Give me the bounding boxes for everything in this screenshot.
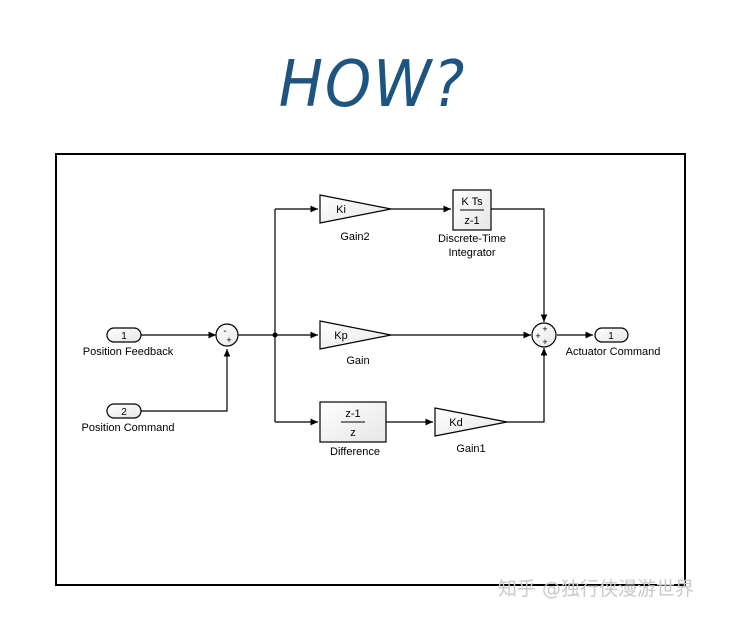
difference-numerator: z-1	[345, 408, 360, 420]
difference-denominator: z	[350, 427, 356, 439]
sum-output-block[interactable]: + + +	[531, 322, 557, 348]
gain-block[interactable]: Kp Gain	[319, 320, 392, 367]
sum-output-sign-top: +	[542, 324, 547, 334]
gain1-label: Gain1	[456, 443, 485, 455]
outport-actuator-command[interactable]: 1 Actuator Command	[566, 327, 661, 358]
outport-number: 1	[608, 331, 614, 342]
outport-label: Actuator Command	[566, 346, 661, 358]
signal-gain1-to-sum	[507, 348, 548, 423]
gain2-label: Gain2	[340, 231, 369, 243]
branch-point	[272, 332, 278, 338]
integrator-denominator: z-1	[464, 215, 479, 227]
gain-value: Kp	[334, 330, 347, 342]
sum-error-block[interactable]: - +	[215, 323, 239, 347]
gain2-value: Ki	[336, 204, 346, 216]
discrete-integrator-block[interactable]: K Ts z-1 Discrete-Time Integrator	[438, 189, 506, 259]
watermark: 知乎 @独行侠漫游世界	[498, 578, 695, 600]
difference-label: Difference	[330, 446, 380, 458]
inport-2-number: 2	[121, 407, 127, 418]
signal-integrator-to-sum	[491, 208, 548, 322]
inport-position-command[interactable]: 2 Position Command	[82, 403, 175, 434]
gain1-value: Kd	[449, 417, 462, 429]
inport-2-label: Position Command	[82, 422, 175, 434]
inport-1-number: 1	[121, 331, 127, 342]
sum-output-sign-left: +	[535, 331, 540, 341]
sum-output-sign-bottom: +	[542, 337, 547, 347]
signal-lines	[141, 205, 593, 426]
difference-block[interactable]: z-1 z Difference	[319, 401, 387, 458]
page-title: HOW?	[278, 48, 467, 122]
sum-error-sign-bottom: +	[226, 335, 231, 345]
gain-label: Gain	[346, 355, 369, 367]
integrator-numerator: K Ts	[461, 196, 483, 208]
gain2-block[interactable]: Ki Gain2	[319, 194, 392, 243]
diagram-frame	[55, 153, 686, 586]
integrator-label-line2: Integrator	[448, 247, 495, 259]
integrator-label-line1: Discrete-Time	[438, 233, 506, 245]
signal-command	[141, 349, 231, 412]
inport-position-feedback[interactable]: 1 Position Feedback	[83, 327, 174, 358]
gain1-block[interactable]: Kd Gain1	[434, 407, 508, 455]
inport-1-label: Position Feedback	[83, 346, 174, 358]
sum-error-sign-top: -	[223, 326, 226, 337]
